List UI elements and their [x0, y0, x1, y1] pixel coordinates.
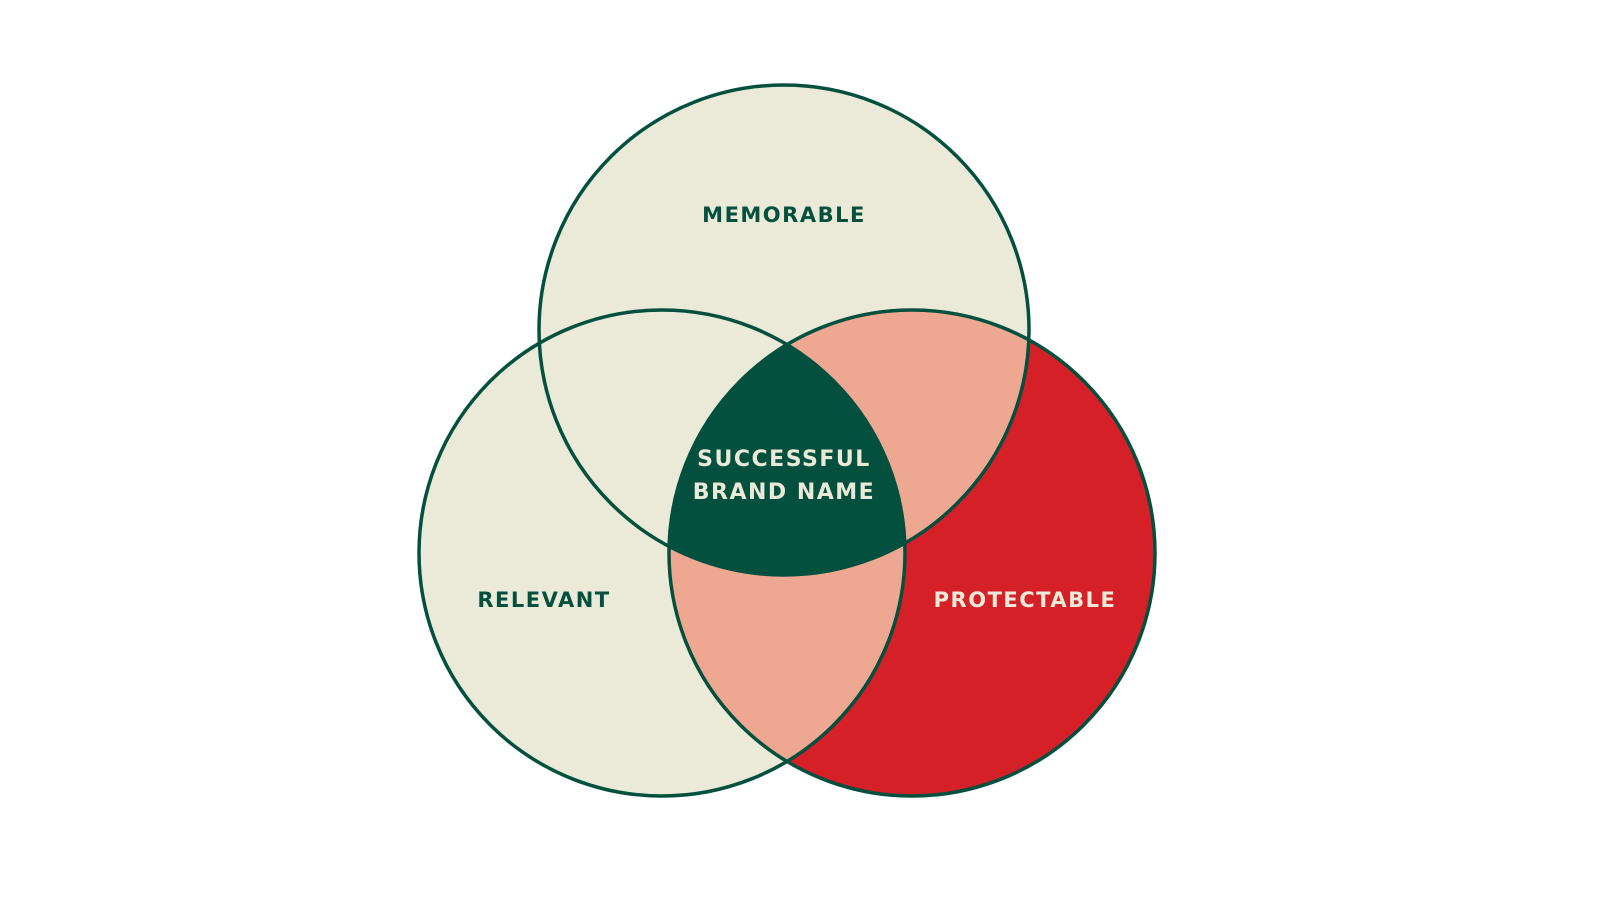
label-center-line2: BRAND NAME — [693, 480, 875, 505]
label-protectable: PROTECTABLE — [934, 588, 1117, 612]
circle-outlines — [417, 83, 1157, 798]
region-center — [669, 310, 905, 575]
label-center-line1: SUCCESSFUL — [697, 447, 871, 472]
label-memorable: MEMORABLE — [702, 203, 866, 227]
label-relevant: RELEVANT — [477, 588, 610, 612]
